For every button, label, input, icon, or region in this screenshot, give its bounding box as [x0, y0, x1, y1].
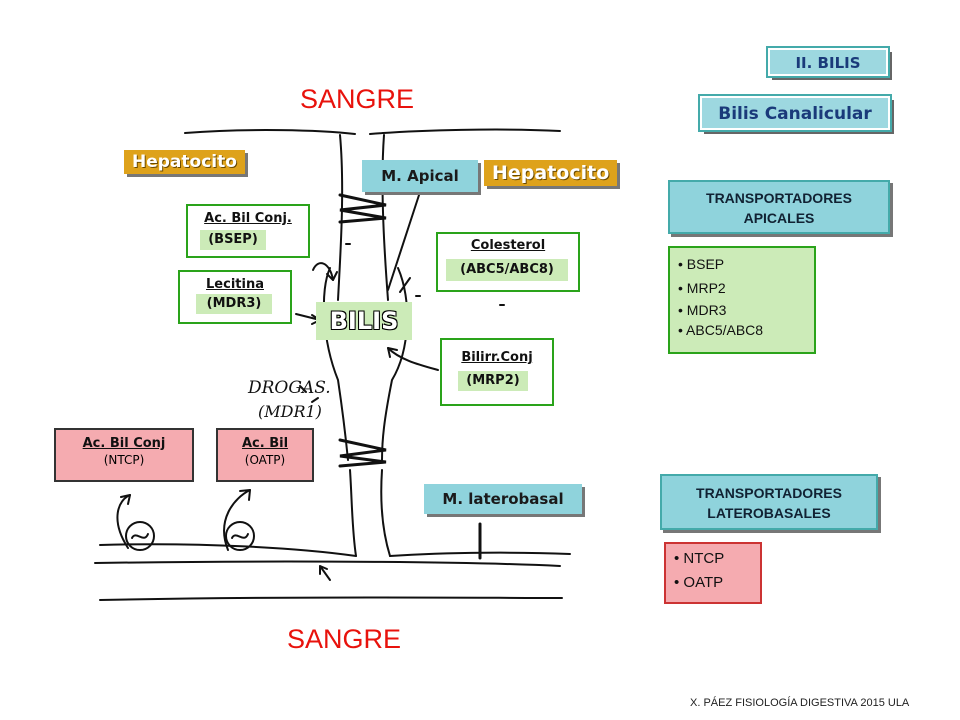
m-laterobasal-label: M. laterobasal [424, 484, 582, 514]
list-item: • NTCP [674, 550, 725, 567]
apical-box-name: Colesterol [470, 238, 546, 253]
apical-box-bile-acids: Ac. Bil Conj. (BSEP) [186, 204, 310, 258]
apical-transporters-header: TRANSPORTADORES APICALES [668, 180, 890, 234]
apical-box-bilirrubina: Bilirr.Conj (MRP2) [440, 338, 554, 406]
drogas-handwritten: DROGAS. [248, 378, 331, 398]
apical-transporters-list: • BSEP • MRP2 • MDR3 • ABC5/ABC8 [668, 246, 816, 354]
apical-box-transporter: (MDR3) [196, 294, 272, 314]
basal-box-oatp: Ac. Bil (OATP) [216, 428, 314, 482]
basal-box-transporter: (OATP) [244, 453, 286, 467]
hepatocito-left-label: Hepatocito [124, 150, 245, 174]
basal-transporters-list: • NTCP • OATP [664, 542, 762, 604]
basal-box-name: Ac. Bil Conj [82, 436, 166, 451]
apical-box-lecitina: Lecitina (MDR3) [178, 270, 292, 324]
mdr1-handwritten: (MDR1) [258, 402, 322, 421]
m-apical-label: M. Apical [362, 160, 478, 192]
footer-credit: X. PÁEZ FISIOLOGÍA DIGESTIVA 2015 ULA [690, 697, 910, 709]
basal-transporters-header: TRANSPORTADORES LATEROBASALES [660, 474, 878, 530]
apical-box-name: Bilirr.Conj [461, 350, 533, 365]
basal-box-name: Ac. Bil [241, 436, 289, 451]
sangre-bottom-title: SANGRE [287, 624, 402, 654]
apical-box-colesterol: Colesterol (ABC5/ABC8) [436, 232, 580, 292]
list-item: • MDR3 [678, 302, 727, 318]
section-header: II. BILIS [766, 46, 890, 78]
sangre-top-title: SANGRE [300, 84, 415, 114]
bilis-center-label: BILIS [316, 302, 412, 340]
apical-box-transporter: (MRP2) [458, 371, 528, 391]
hepatocito-right-label: Hepatocito [484, 160, 618, 186]
list-item: • OATP [674, 574, 724, 591]
apical-box-transporter: (BSEP) [200, 230, 266, 250]
apical-box-name: Ac. Bil Conj. [204, 211, 292, 226]
list-item: • MRP2 [678, 280, 726, 296]
apical-box-transporter: (ABC5/ABC8) [446, 259, 568, 281]
apical-box-name: Lecitina [206, 277, 264, 292]
list-item: • ABC5/ABC8 [678, 322, 764, 338]
basal-box-ntcp: Ac. Bil Conj (NTCP) [54, 428, 194, 482]
list-item: • BSEP [678, 256, 725, 272]
basal-box-transporter: (NTCP) [103, 453, 145, 467]
subtitle-header: Bilis Canalicular [698, 94, 892, 132]
